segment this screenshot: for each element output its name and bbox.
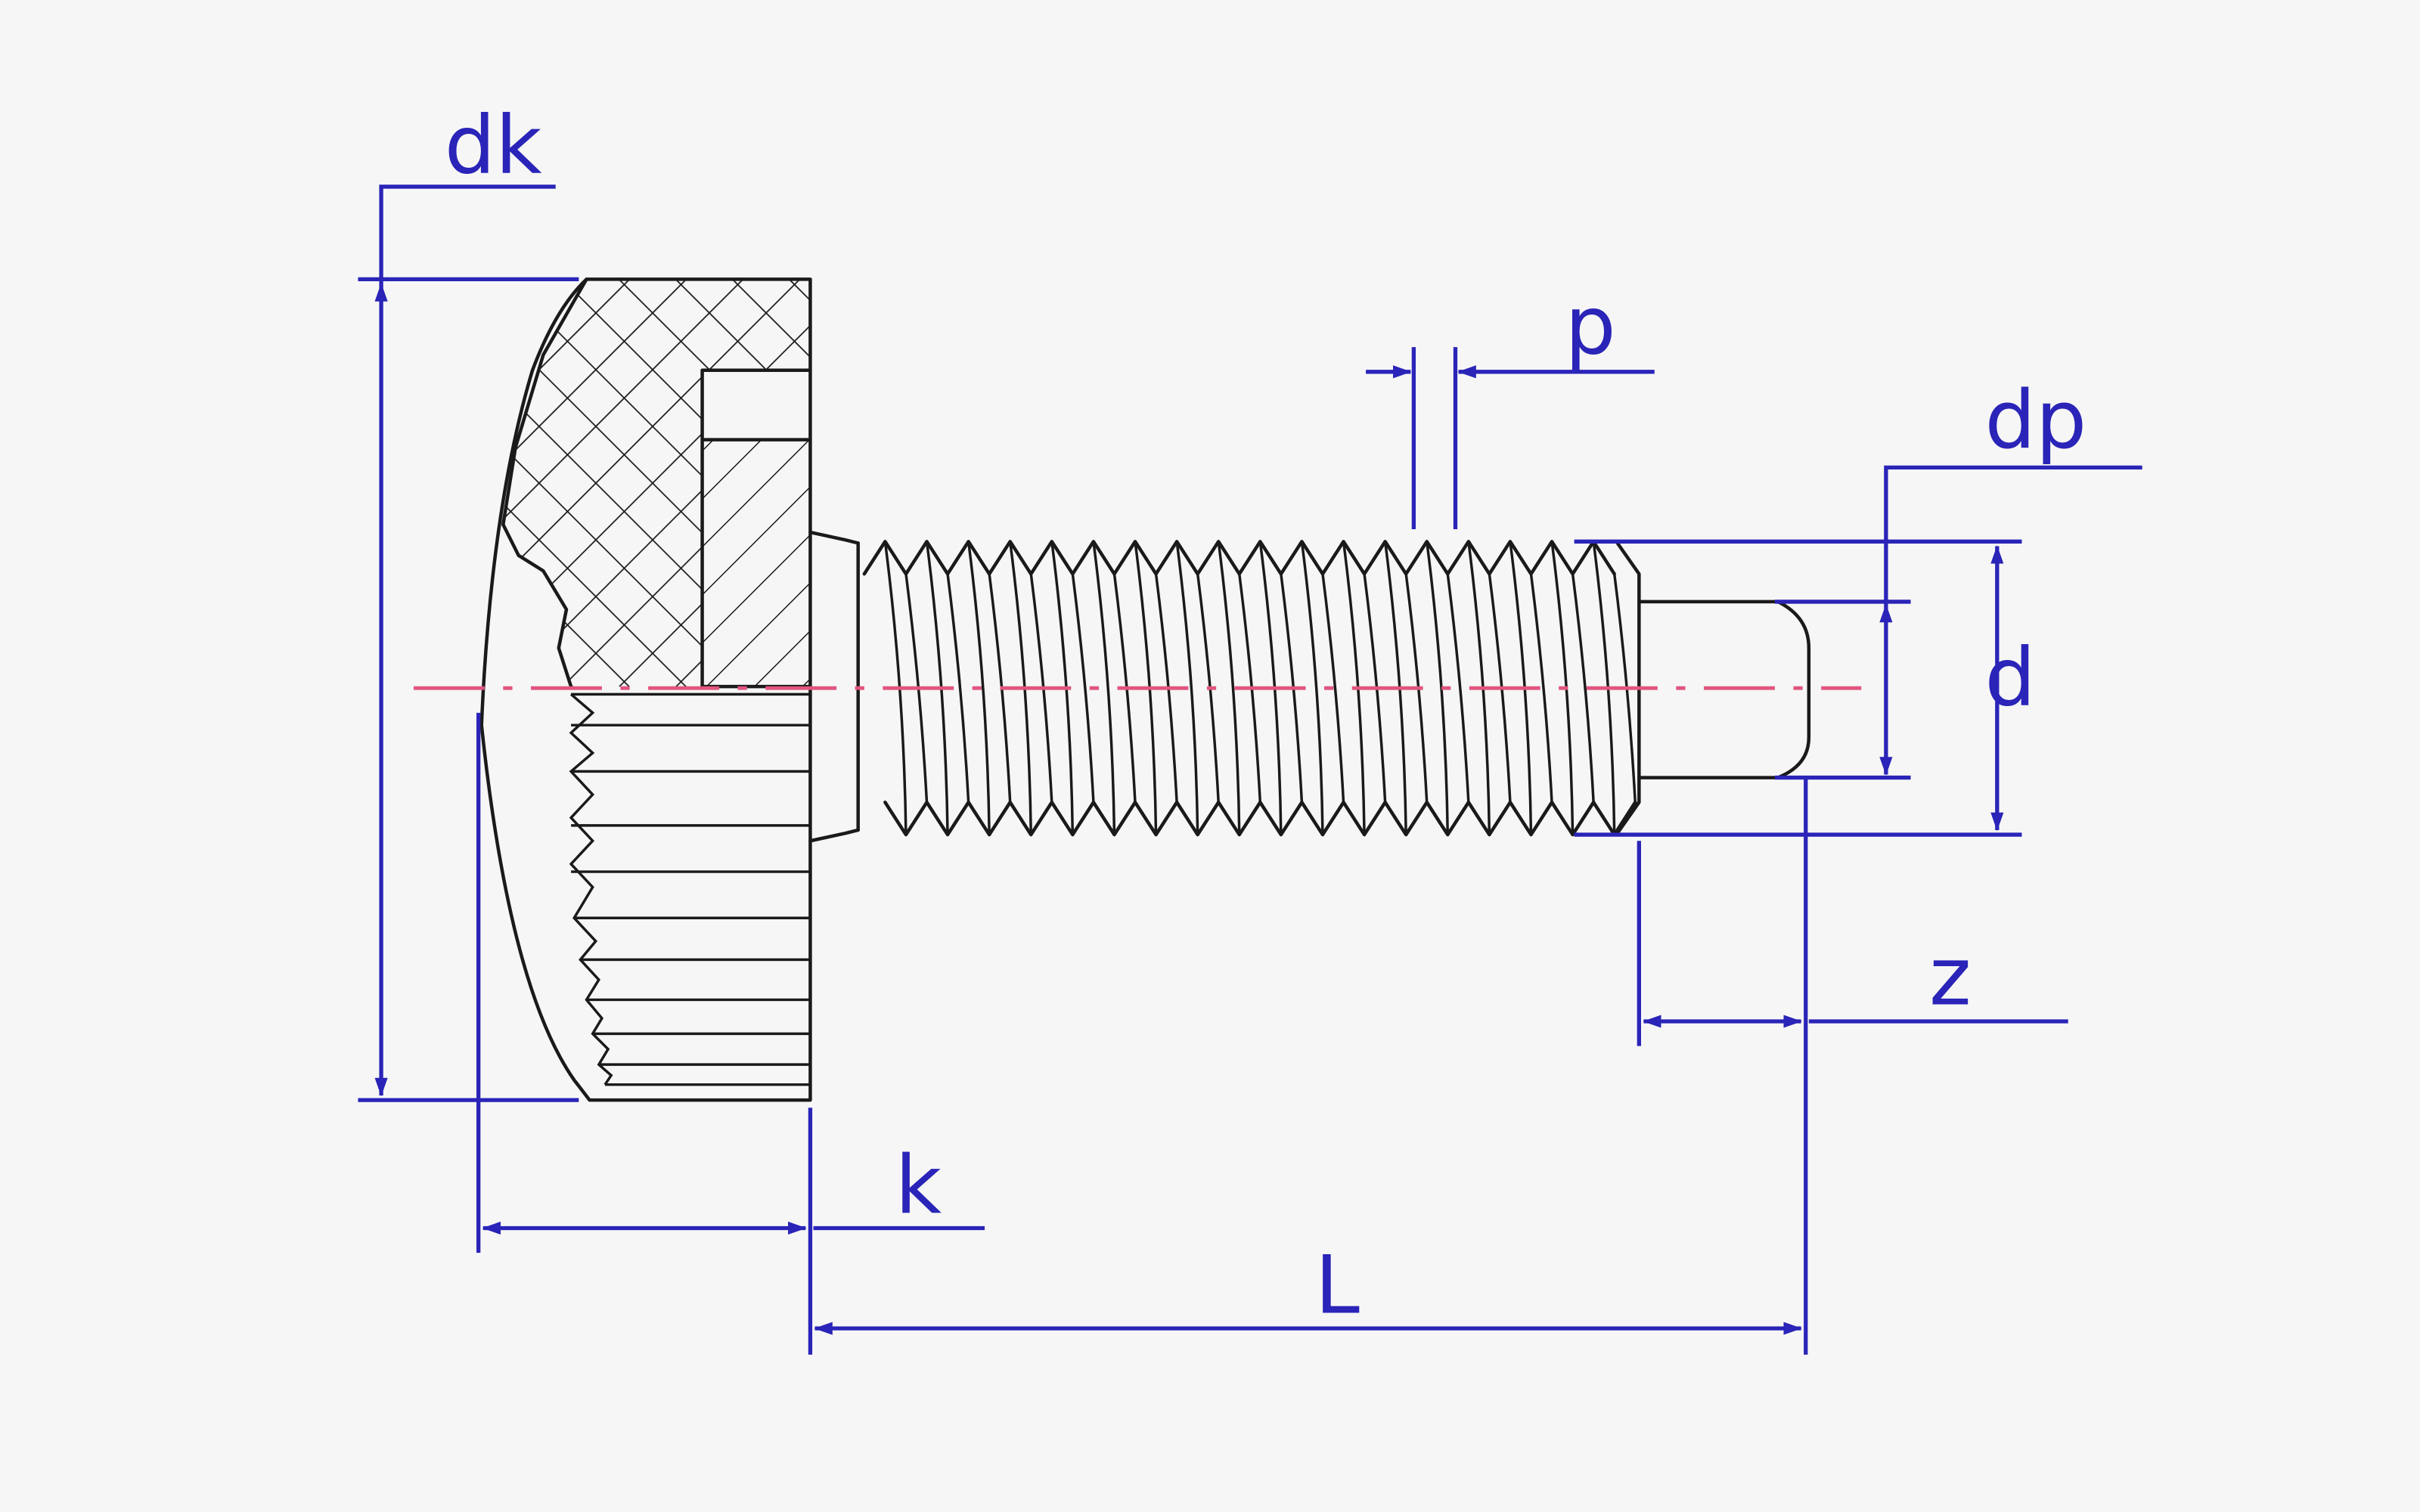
label-k: k bbox=[895, 1139, 942, 1232]
thread-flank bbox=[1426, 541, 1470, 835]
screw-head bbox=[479, 277, 860, 1102]
dimension-k: k bbox=[476, 712, 985, 1355]
label-z: z bbox=[1929, 931, 1972, 1024]
dimension-dp: dp bbox=[1774, 373, 2142, 780]
label-dk: dk bbox=[445, 99, 542, 193]
label-L: L bbox=[1315, 1239, 1360, 1333]
bore-section-hatch bbox=[702, 439, 811, 687]
dimension-d: d bbox=[1574, 539, 2036, 837]
thread-bottom-profile bbox=[883, 800, 1637, 837]
dimension-dk: dk bbox=[358, 99, 579, 1102]
label-d: d bbox=[1984, 631, 2035, 725]
dimension-p: p bbox=[1366, 279, 1655, 529]
label-dp: dp bbox=[1984, 373, 2086, 467]
dimension-z: z bbox=[1637, 777, 2068, 1355]
knurl-ribs bbox=[569, 692, 811, 1086]
thread-flank bbox=[1300, 541, 1345, 835]
thread-top-profile bbox=[862, 540, 1616, 576]
dog-point bbox=[1637, 600, 1811, 779]
label-p: p bbox=[1565, 279, 1615, 373]
dimension-L: L bbox=[814, 1239, 1802, 1335]
